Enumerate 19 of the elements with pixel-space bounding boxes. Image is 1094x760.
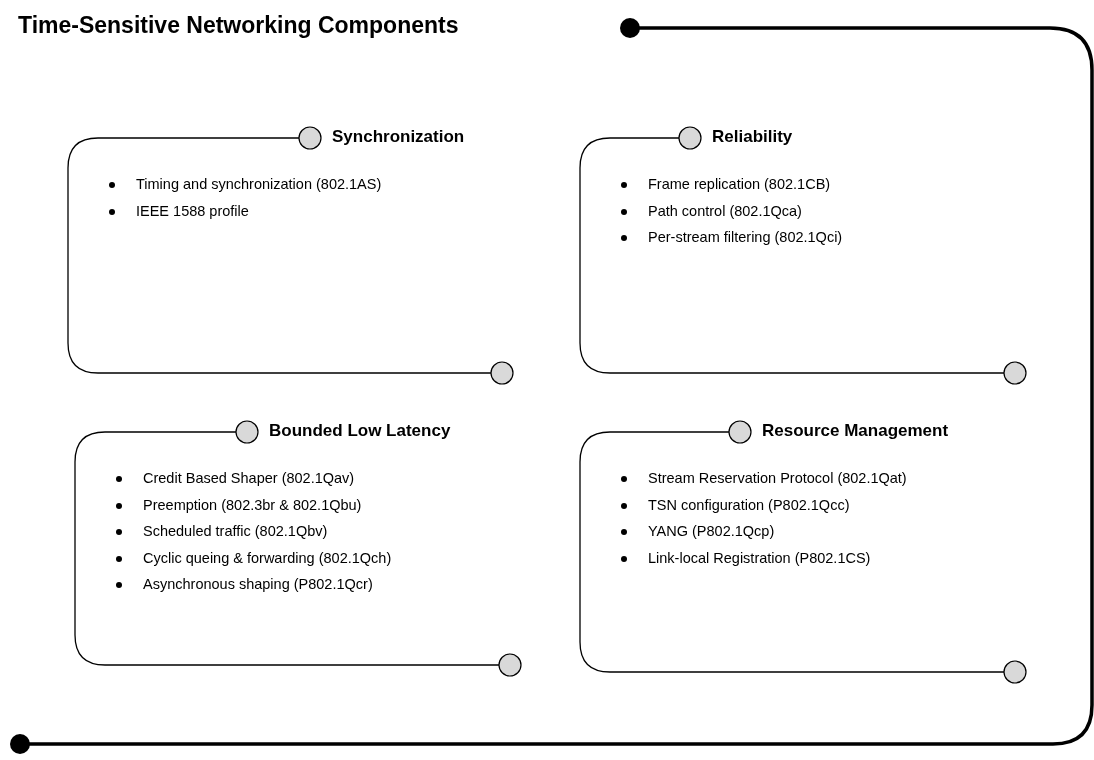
bullet-item: IEEE 1588 profile (106, 197, 382, 224)
diagram-title: Time-Sensitive Networking Components (18, 12, 459, 39)
bullet-item: Per-stream filtering (802.1Qci) (618, 224, 843, 251)
bullet-item: Frame replication (802.1CB) (618, 171, 843, 198)
bullet-item: Link-local Registration (P802.1CS) (618, 544, 907, 571)
panel-heading: Synchronization (332, 127, 465, 147)
bullet-item: Path control (802.1Qca) (618, 197, 843, 224)
bullet-item: Cyclic queing & forwarding (802.1Qch) (113, 544, 392, 571)
bullet-item: YANG (P802.1Qcp) (618, 518, 907, 545)
bullet-item: Scheduled traffic (802.1Qbv) (113, 518, 392, 545)
panel-heading: Reliability (712, 127, 793, 147)
panel-heading: Resource Management (762, 421, 949, 441)
panel-heading: Bounded Low Latency (269, 421, 451, 441)
bullet-item: Preemption (802.3br & 802.1Qbu) (113, 491, 392, 518)
bullet-item: Credit Based Shaper (802.1Qav) (113, 465, 392, 492)
bullet-item: TSN configuration (P802.1Qcc) (618, 491, 907, 518)
bullet-item: Asynchronous shaping (P802.1Qcr) (113, 571, 392, 598)
bullet-item: Timing and synchronization (802.1AS) (106, 171, 382, 198)
bullet-item: Stream Reservation Protocol (802.1Qat) (618, 465, 907, 492)
